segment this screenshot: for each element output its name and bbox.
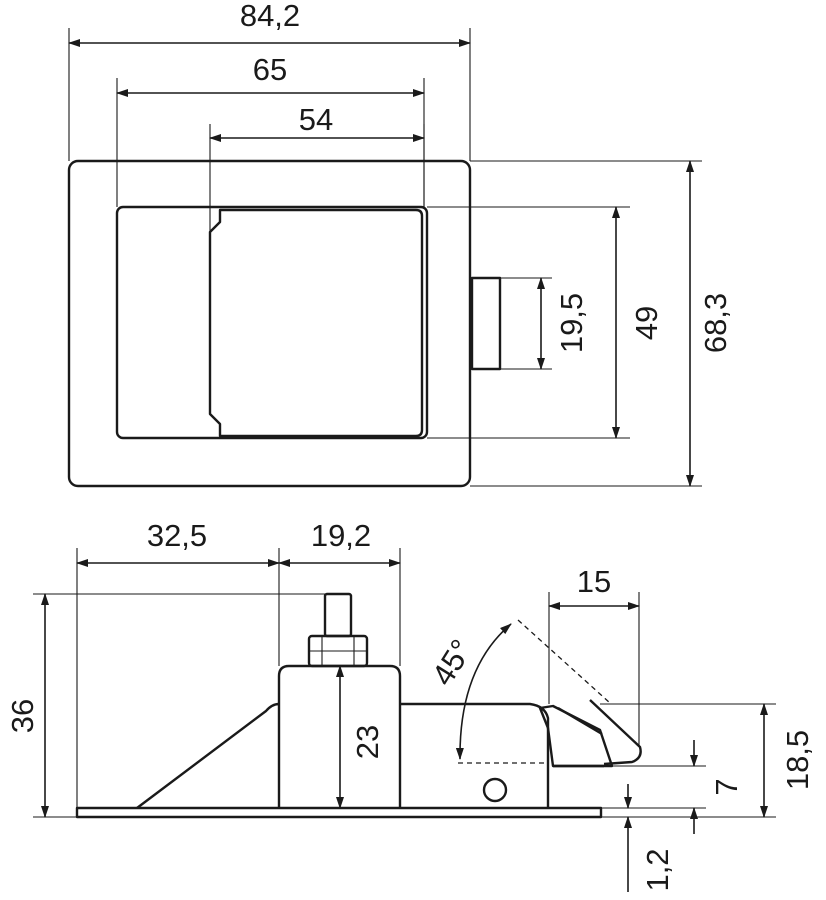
pivot-hole — [482, 777, 508, 803]
side-extension-lines — [33, 548, 776, 818]
mounting-stud — [323, 592, 353, 638]
lever-open-position — [517, 619, 611, 704]
label-bolt-height: 7 — [709, 778, 744, 795]
label-plate-thickness: 1,2 — [640, 848, 675, 891]
paddle — [208, 208, 424, 438]
label-bolt-height: 19,5 — [554, 293, 589, 353]
latch-body — [400, 702, 550, 808]
label-housing-width: 19,2 — [311, 518, 371, 553]
label-overall-width: 84,2 — [240, 0, 300, 33]
label-lever-height: 18,5 — [780, 730, 815, 790]
label-paddle-width: 54 — [299, 102, 333, 137]
label-housing-height: 23 — [350, 725, 385, 759]
label-opening-height: 49 — [629, 306, 664, 340]
angle-arc — [455, 623, 512, 760]
top-view: 84,2 65 54 68,3 49 19,5 — [67, 0, 733, 488]
side-view: 32,5 19,2 36 23 45° 15 18,5 7 1,2 — [5, 518, 815, 892]
label-overall-height: 68,3 — [698, 293, 733, 353]
base-plate — [75, 806, 603, 819]
label-lever-length: 15 — [577, 564, 611, 599]
sloped-wing — [136, 702, 280, 809]
latch-bolt — [470, 276, 502, 371]
lever-arm — [538, 704, 614, 768]
frame-opening — [115, 205, 429, 440]
top-extension-lines — [68, 28, 702, 487]
label-opening-width: 65 — [253, 52, 287, 87]
label-left-offset: 32,5 — [147, 518, 207, 553]
label-total-height: 36 — [5, 699, 40, 733]
lever-tip — [589, 699, 642, 766]
mounting-frame — [67, 159, 472, 488]
